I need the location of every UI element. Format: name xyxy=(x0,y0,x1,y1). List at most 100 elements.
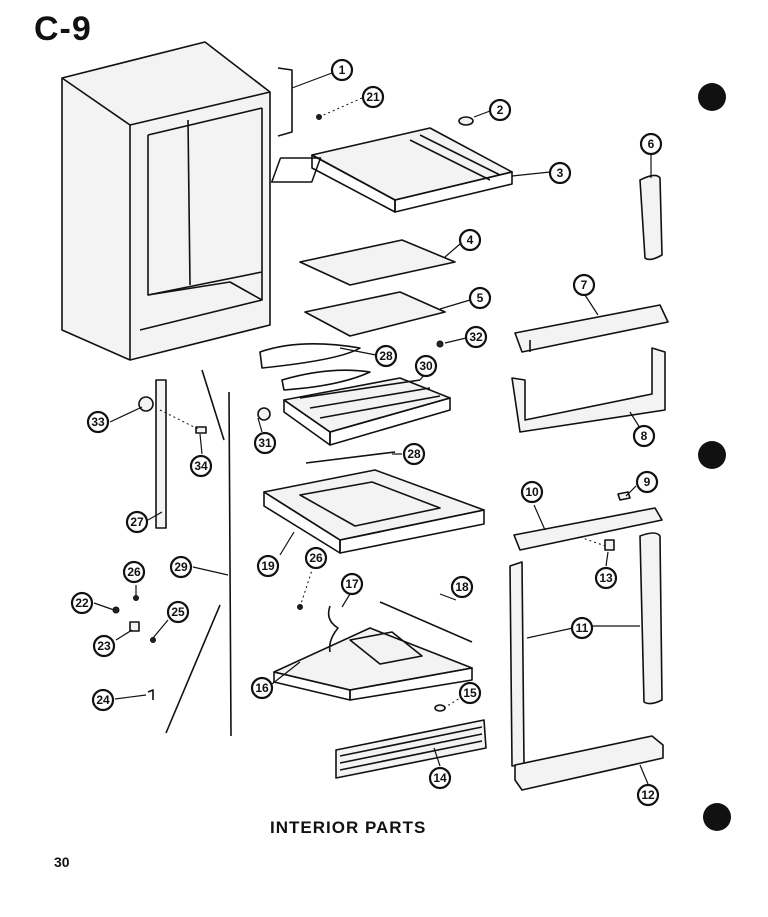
callout-23: 23 xyxy=(92,634,116,658)
callout-3: 3 xyxy=(548,161,572,185)
callout-32: 32 xyxy=(464,325,488,349)
callout-29: 29 xyxy=(169,555,193,579)
svg-text:7: 7 xyxy=(581,278,588,292)
svg-text:13: 13 xyxy=(599,571,613,585)
callout-18: 18 xyxy=(450,575,474,599)
callout-8: 8 xyxy=(632,424,656,448)
part-17-tube xyxy=(327,605,339,653)
part-34-bolt xyxy=(195,426,207,434)
svg-text:33: 33 xyxy=(91,415,105,429)
callout-10: 10 xyxy=(520,480,544,504)
callout-25: 25 xyxy=(166,600,190,624)
part-11-right-panel xyxy=(639,532,663,705)
part-3-top-panel xyxy=(270,127,513,213)
svg-text:3: 3 xyxy=(557,166,564,180)
svg-text:26: 26 xyxy=(309,551,323,565)
part-28-heater xyxy=(259,343,371,391)
svg-text:23: 23 xyxy=(97,639,111,653)
section-code: C-9 xyxy=(34,10,92,48)
svg-text:17: 17 xyxy=(345,577,359,591)
svg-text:27: 27 xyxy=(130,515,144,529)
svg-text:29: 29 xyxy=(174,560,188,574)
callout-27: 27 xyxy=(125,510,149,534)
part-25-screw xyxy=(150,637,156,643)
svg-text:18: 18 xyxy=(455,580,469,594)
svg-text:2: 2 xyxy=(497,103,504,117)
part-14-grille xyxy=(335,719,487,779)
callout-6: 6 xyxy=(639,132,663,156)
callout-5: 5 xyxy=(468,286,492,310)
svg-text:30: 30 xyxy=(419,359,433,373)
callout-30: 30 xyxy=(414,354,438,378)
binder-hole-top xyxy=(698,83,726,111)
callout-22: 22 xyxy=(70,591,94,615)
callout-14: 14 xyxy=(428,766,452,790)
callout-7: 7 xyxy=(572,273,596,297)
part-6-trim xyxy=(639,174,663,261)
svg-text:15: 15 xyxy=(463,686,477,700)
callout-26-left: 26 xyxy=(122,560,146,584)
callout-4: 4 xyxy=(458,228,482,252)
callout-17: 17 xyxy=(340,572,364,596)
callout-16: 16 xyxy=(250,676,274,700)
rod-guide-line-lower xyxy=(165,604,221,734)
part-8-door-bin xyxy=(511,347,666,433)
svg-text:21: 21 xyxy=(366,90,380,104)
callout-1: 1 xyxy=(330,58,354,82)
svg-text:22: 22 xyxy=(75,596,89,610)
callout-15: 15 xyxy=(458,681,482,705)
part-18-wire xyxy=(379,601,473,643)
part-33-bushing xyxy=(138,396,154,412)
part-13-latch xyxy=(604,539,615,551)
part-29-rod xyxy=(228,391,232,737)
svg-text:14: 14 xyxy=(433,771,447,785)
callout-31: 31 xyxy=(253,431,277,455)
svg-text:12: 12 xyxy=(641,788,655,802)
part-30-evaporator xyxy=(283,377,451,446)
svg-text:25: 25 xyxy=(171,605,185,619)
part-15-clip xyxy=(434,704,446,712)
part-16-drip-tray xyxy=(273,627,473,701)
callout-12: 12 xyxy=(636,783,660,807)
callout-24: 24 xyxy=(91,688,115,712)
rod-guide-line xyxy=(201,369,225,441)
svg-text:28: 28 xyxy=(407,447,421,461)
svg-text:6: 6 xyxy=(648,137,655,151)
svg-text:5: 5 xyxy=(477,291,484,305)
part-7-door-shelf xyxy=(514,304,669,353)
part-4-insulation xyxy=(299,239,456,286)
svg-text:24: 24 xyxy=(96,693,110,707)
callout-2: 2 xyxy=(488,98,512,122)
callout-19: 19 xyxy=(256,554,280,578)
part-31-fitting xyxy=(257,407,271,421)
part-9-plug xyxy=(617,491,631,501)
callout-28-upper: 28 xyxy=(374,344,398,368)
svg-text:4: 4 xyxy=(467,233,474,247)
diagram-caption: INTERIOR PARTS xyxy=(270,818,427,837)
page-number: 30 xyxy=(54,854,70,870)
part-19-freezer-frame xyxy=(263,469,485,554)
svg-text:8: 8 xyxy=(641,429,648,443)
svg-text:19: 19 xyxy=(261,559,275,573)
callout-34: 34 xyxy=(189,454,213,478)
part-12-bottom-shelf xyxy=(514,735,664,791)
part-27-strip xyxy=(155,379,167,529)
callout-26-drain: 26 xyxy=(304,546,328,570)
callout-33: 33 xyxy=(86,410,110,434)
part-1-bracket xyxy=(277,67,293,137)
part-10-rail xyxy=(513,507,663,551)
part-24-clip xyxy=(147,689,154,700)
part-2-cap xyxy=(458,116,474,126)
part-5-pad xyxy=(304,291,446,337)
callout-28-lower: 28 xyxy=(402,442,426,466)
part-23-clip xyxy=(129,621,140,632)
binder-hole-bottom xyxy=(703,803,731,831)
svg-text:16: 16 xyxy=(255,681,269,695)
binder-hole-middle xyxy=(698,441,726,469)
callout-9: 9 xyxy=(635,470,659,494)
svg-text:9: 9 xyxy=(644,475,651,489)
svg-text:10: 10 xyxy=(525,485,539,499)
svg-text:31: 31 xyxy=(258,436,272,450)
